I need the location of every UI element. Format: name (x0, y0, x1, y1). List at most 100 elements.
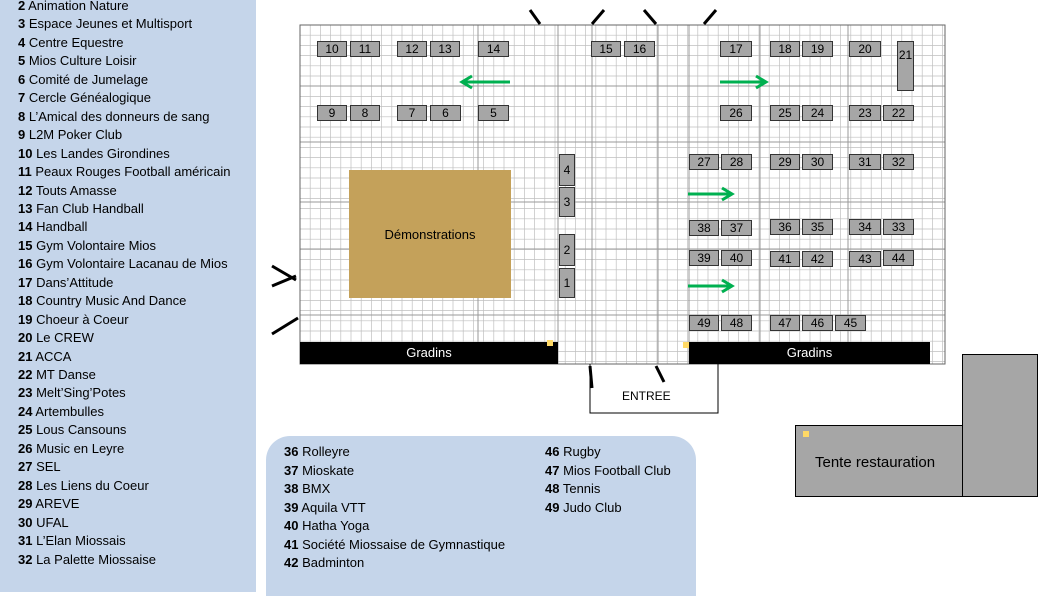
legend-item-name: Mioskate (298, 462, 355, 478)
stand-39[interactable]: 39 (689, 250, 719, 266)
stand-2[interactable]: 2 (559, 234, 575, 266)
stand-34[interactable]: 34 (849, 219, 881, 235)
stand-43[interactable]: 43 (849, 251, 881, 267)
legend-item: 40 Hatha Yoga (284, 518, 369, 534)
stand-18[interactable]: 18 (770, 41, 800, 57)
stand-30[interactable]: 30 (802, 154, 833, 170)
stand-3[interactable]: 3 (559, 187, 575, 217)
stand-32[interactable]: 32 (883, 154, 914, 170)
restaurant-tent-label: Tente restauration (815, 454, 936, 471)
legend-item: 9 L2M Poker Club (18, 127, 122, 143)
legend-item-number: 41 (284, 536, 299, 552)
legend-item: 24 Artembulles (18, 404, 104, 420)
legend-item-name: Gym Volontaire Lacanau de Mios (32, 256, 228, 272)
legend-item-name: Comité de Jumelage (25, 71, 149, 87)
stand-19[interactable]: 19 (802, 41, 833, 57)
stand-26[interactable]: 26 (720, 105, 752, 121)
legend-item-name: L’Amical des donneurs de sang (25, 108, 210, 124)
legend-item-number: 48 (545, 481, 560, 496)
legend-item-number: 18 (18, 293, 33, 309)
legend-item-number: 42 (284, 555, 299, 570)
legend-item-name: Music en Leyre (32, 440, 125, 456)
legend-item: 29 AREVE (18, 496, 79, 512)
stand-33[interactable]: 33 (883, 219, 914, 235)
legend-item-number: 39 (284, 499, 299, 515)
stand-47[interactable]: 47 (770, 315, 800, 331)
stand-20[interactable]: 20 (849, 41, 881, 57)
legend-item-number: 7 (18, 90, 26, 106)
stand-24[interactable]: 24 (802, 105, 833, 121)
legend-item-number: 21 (18, 348, 33, 364)
door-mark (588, 365, 594, 389)
legend-item-number: 3 (18, 16, 26, 32)
door-mark (271, 316, 299, 336)
legend-item: 4 Centre Equestre (18, 35, 124, 51)
legend-item: 7 Cercle Généalogique (18, 90, 151, 106)
stand-42[interactable]: 42 (802, 251, 833, 267)
legend-item: 20 Le CREW (18, 330, 94, 346)
stand-27[interactable]: 27 (689, 154, 719, 170)
legend-item-name: Handball (32, 219, 88, 235)
legend-item-number: 12 (18, 182, 33, 198)
legend-item: 42 Badminton (284, 555, 364, 571)
legend-item: 6 Comité de Jumelage (18, 72, 148, 88)
legend-item-name: Cercle Généalogique (25, 90, 151, 106)
legend-item-name: BMX (298, 481, 331, 496)
legend-item-number: 22 (18, 367, 33, 382)
stand-45[interactable]: 45 (835, 315, 866, 331)
stand-4[interactable]: 4 (559, 154, 575, 186)
legend-item-name: La Palette Miossaise (32, 551, 157, 567)
stand-11[interactable]: 11 (350, 41, 380, 57)
legend-item-number: 25 (18, 422, 33, 438)
stand-31[interactable]: 31 (849, 154, 881, 170)
marker-dot (547, 340, 553, 346)
stand-41[interactable]: 41 (770, 251, 800, 267)
stand-37[interactable]: 37 (721, 220, 752, 236)
stand-48[interactable]: 48 (721, 315, 752, 331)
stand-23[interactable]: 23 (849, 105, 881, 121)
legend-item-number: 8 (18, 108, 26, 124)
stand-14[interactable]: 14 (478, 41, 509, 57)
stand-38[interactable]: 38 (689, 220, 719, 236)
legend-item-number: 17 (18, 274, 33, 290)
stand-5[interactable]: 5 (478, 105, 509, 121)
stand-13[interactable]: 13 (430, 41, 460, 57)
legend-item: 31 L’Elan Miossais (18, 533, 126, 549)
stand-21[interactable]: 21 (897, 41, 914, 91)
stand-46[interactable]: 46 (802, 315, 833, 331)
stand-1[interactable]: 1 (559, 268, 575, 298)
legend-item-name: Melt’Sing’Potes (32, 385, 126, 401)
stand-17[interactable]: 17 (720, 41, 752, 57)
stand-36[interactable]: 36 (770, 219, 800, 235)
stand-29[interactable]: 29 (770, 154, 800, 170)
arrow-head (459, 74, 473, 90)
legend-item-number: 49 (545, 499, 560, 515)
stand-40[interactable]: 40 (721, 250, 752, 266)
stand-6[interactable]: 6 (430, 105, 461, 121)
stand-12[interactable]: 12 (397, 41, 427, 57)
legend-item: 32 La Palette Miossaise (18, 552, 156, 568)
stand-44[interactable]: 44 (883, 250, 914, 266)
stand-16[interactable]: 16 (624, 41, 655, 57)
door-mark (654, 365, 666, 383)
stand-49[interactable]: 49 (689, 315, 719, 331)
legend-item-name: Les Liens du Coeur (32, 477, 149, 493)
stand-7[interactable]: 7 (397, 105, 427, 121)
stand-35[interactable]: 35 (802, 219, 833, 235)
stand-15[interactable]: 15 (591, 41, 621, 57)
legend-item-number: 24 (18, 403, 33, 419)
stand-28[interactable]: 28 (721, 154, 752, 170)
arrow-head (721, 278, 735, 294)
legend-item: 15 Gym Volontaire Mios (18, 238, 156, 254)
stand-10[interactable]: 10 (317, 41, 347, 57)
stand-8[interactable]: 8 (350, 105, 380, 121)
stand-22[interactable]: 22 (883, 105, 914, 121)
stand-25[interactable]: 25 (770, 105, 800, 121)
legend-item: 27 SEL (18, 459, 61, 475)
legend-item-number: 14 (18, 219, 33, 235)
stand-9[interactable]: 9 (317, 105, 347, 121)
legend-item: 11 Peaux Rouges Football américain (18, 164, 230, 180)
legend-item: 37 Mioskate (284, 463, 354, 479)
legend-item: 30 UFAL (18, 515, 69, 531)
legend-item: 12 Touts Amasse (18, 183, 117, 199)
